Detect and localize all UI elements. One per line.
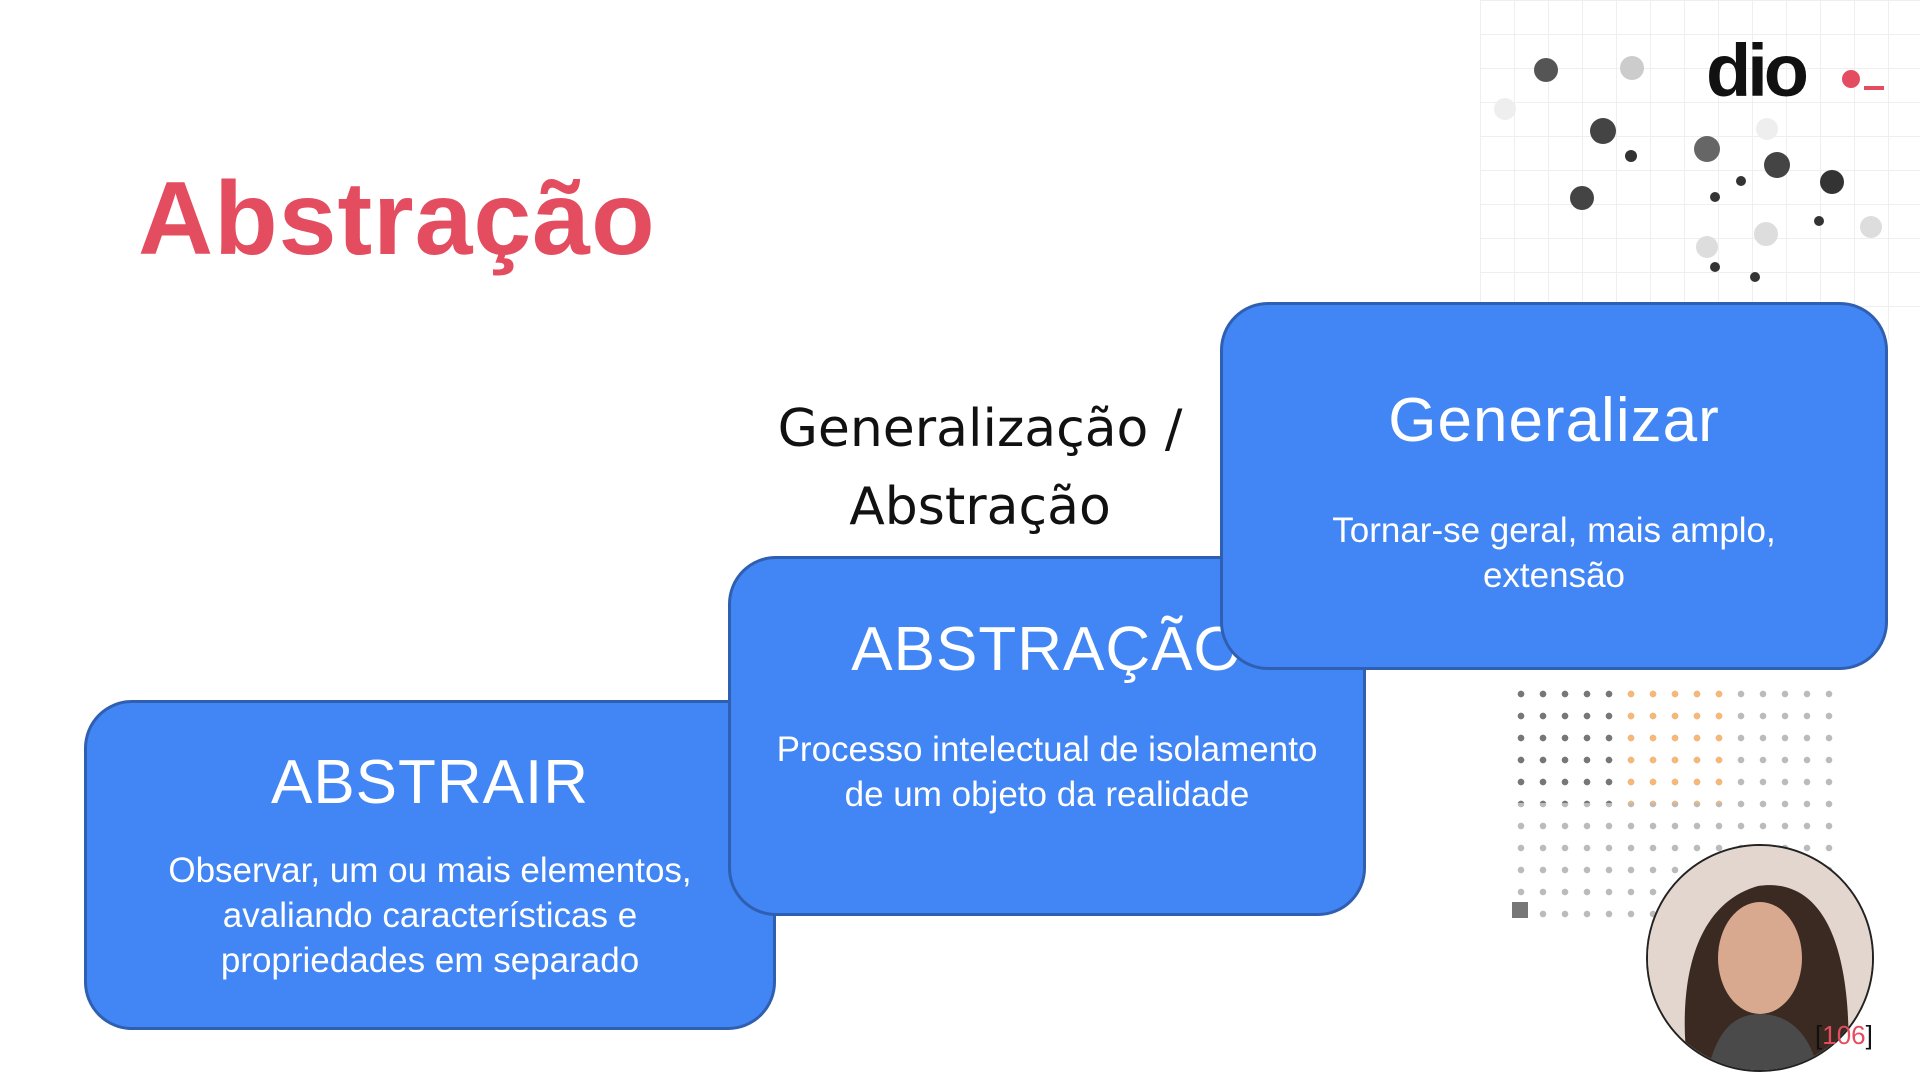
decorative-dot	[1710, 262, 1720, 272]
decorative-dot	[1710, 192, 1720, 202]
decorative-dot-grid-orange	[1620, 683, 1730, 803]
decorative-dot	[1820, 170, 1844, 194]
step-caption: Generalização / Abstração	[777, 399, 1183, 537]
presenter-silhouette-icon	[1648, 846, 1872, 1070]
step-box-description: Tornar-se geral, mais amplo, extensão	[1332, 511, 1776, 595]
page-number: [106]	[1815, 1020, 1873, 1050]
decorative-dot	[1625, 150, 1637, 162]
page-number-value: 106	[1822, 1020, 1866, 1050]
decorative-dot	[1570, 186, 1594, 210]
step-box-heading: Generalizar	[1388, 386, 1720, 455]
decorative-dot	[1494, 98, 1516, 120]
decorative-dot	[1534, 58, 1558, 82]
slide-title: Abstração	[138, 161, 656, 277]
presenter-video	[1646, 844, 1874, 1072]
brand-logo: dio	[1706, 29, 1809, 112]
decorative-dot	[1814, 216, 1824, 226]
step-box-heading: ABSTRAÇÃO	[851, 615, 1243, 684]
decorative-dot	[1620, 56, 1644, 80]
decorative-dot	[1696, 236, 1718, 258]
step-box-description: Observar, um ou mais elementos, avaliand…	[168, 851, 692, 980]
logo-accent-dot	[1842, 70, 1860, 88]
decorative-square	[1512, 902, 1528, 918]
decorative-dot	[1590, 118, 1616, 144]
decorative-dot	[1694, 136, 1720, 162]
step-box-abstrair: ABSTRAIR Observar, um ou mais elementos,…	[84, 700, 776, 1030]
decorative-grid	[1480, 0, 1920, 340]
decorative-dot	[1754, 222, 1778, 246]
step-box-heading: ABSTRAIR	[270, 748, 590, 817]
step-box-generalizar: Generalizar Tornar-se geral, mais amplo,…	[1220, 302, 1888, 670]
decorative-dot	[1756, 118, 1778, 140]
logo-accent-bar	[1864, 86, 1884, 90]
decorative-dot	[1736, 176, 1746, 186]
decorative-dot-grid-dark	[1510, 683, 1620, 803]
step-box-description: Processo intelectual de isolamento de um…	[776, 730, 1318, 814]
decorative-dot	[1764, 152, 1790, 178]
decorative-dot	[1860, 216, 1882, 238]
decorative-dot	[1750, 272, 1760, 282]
